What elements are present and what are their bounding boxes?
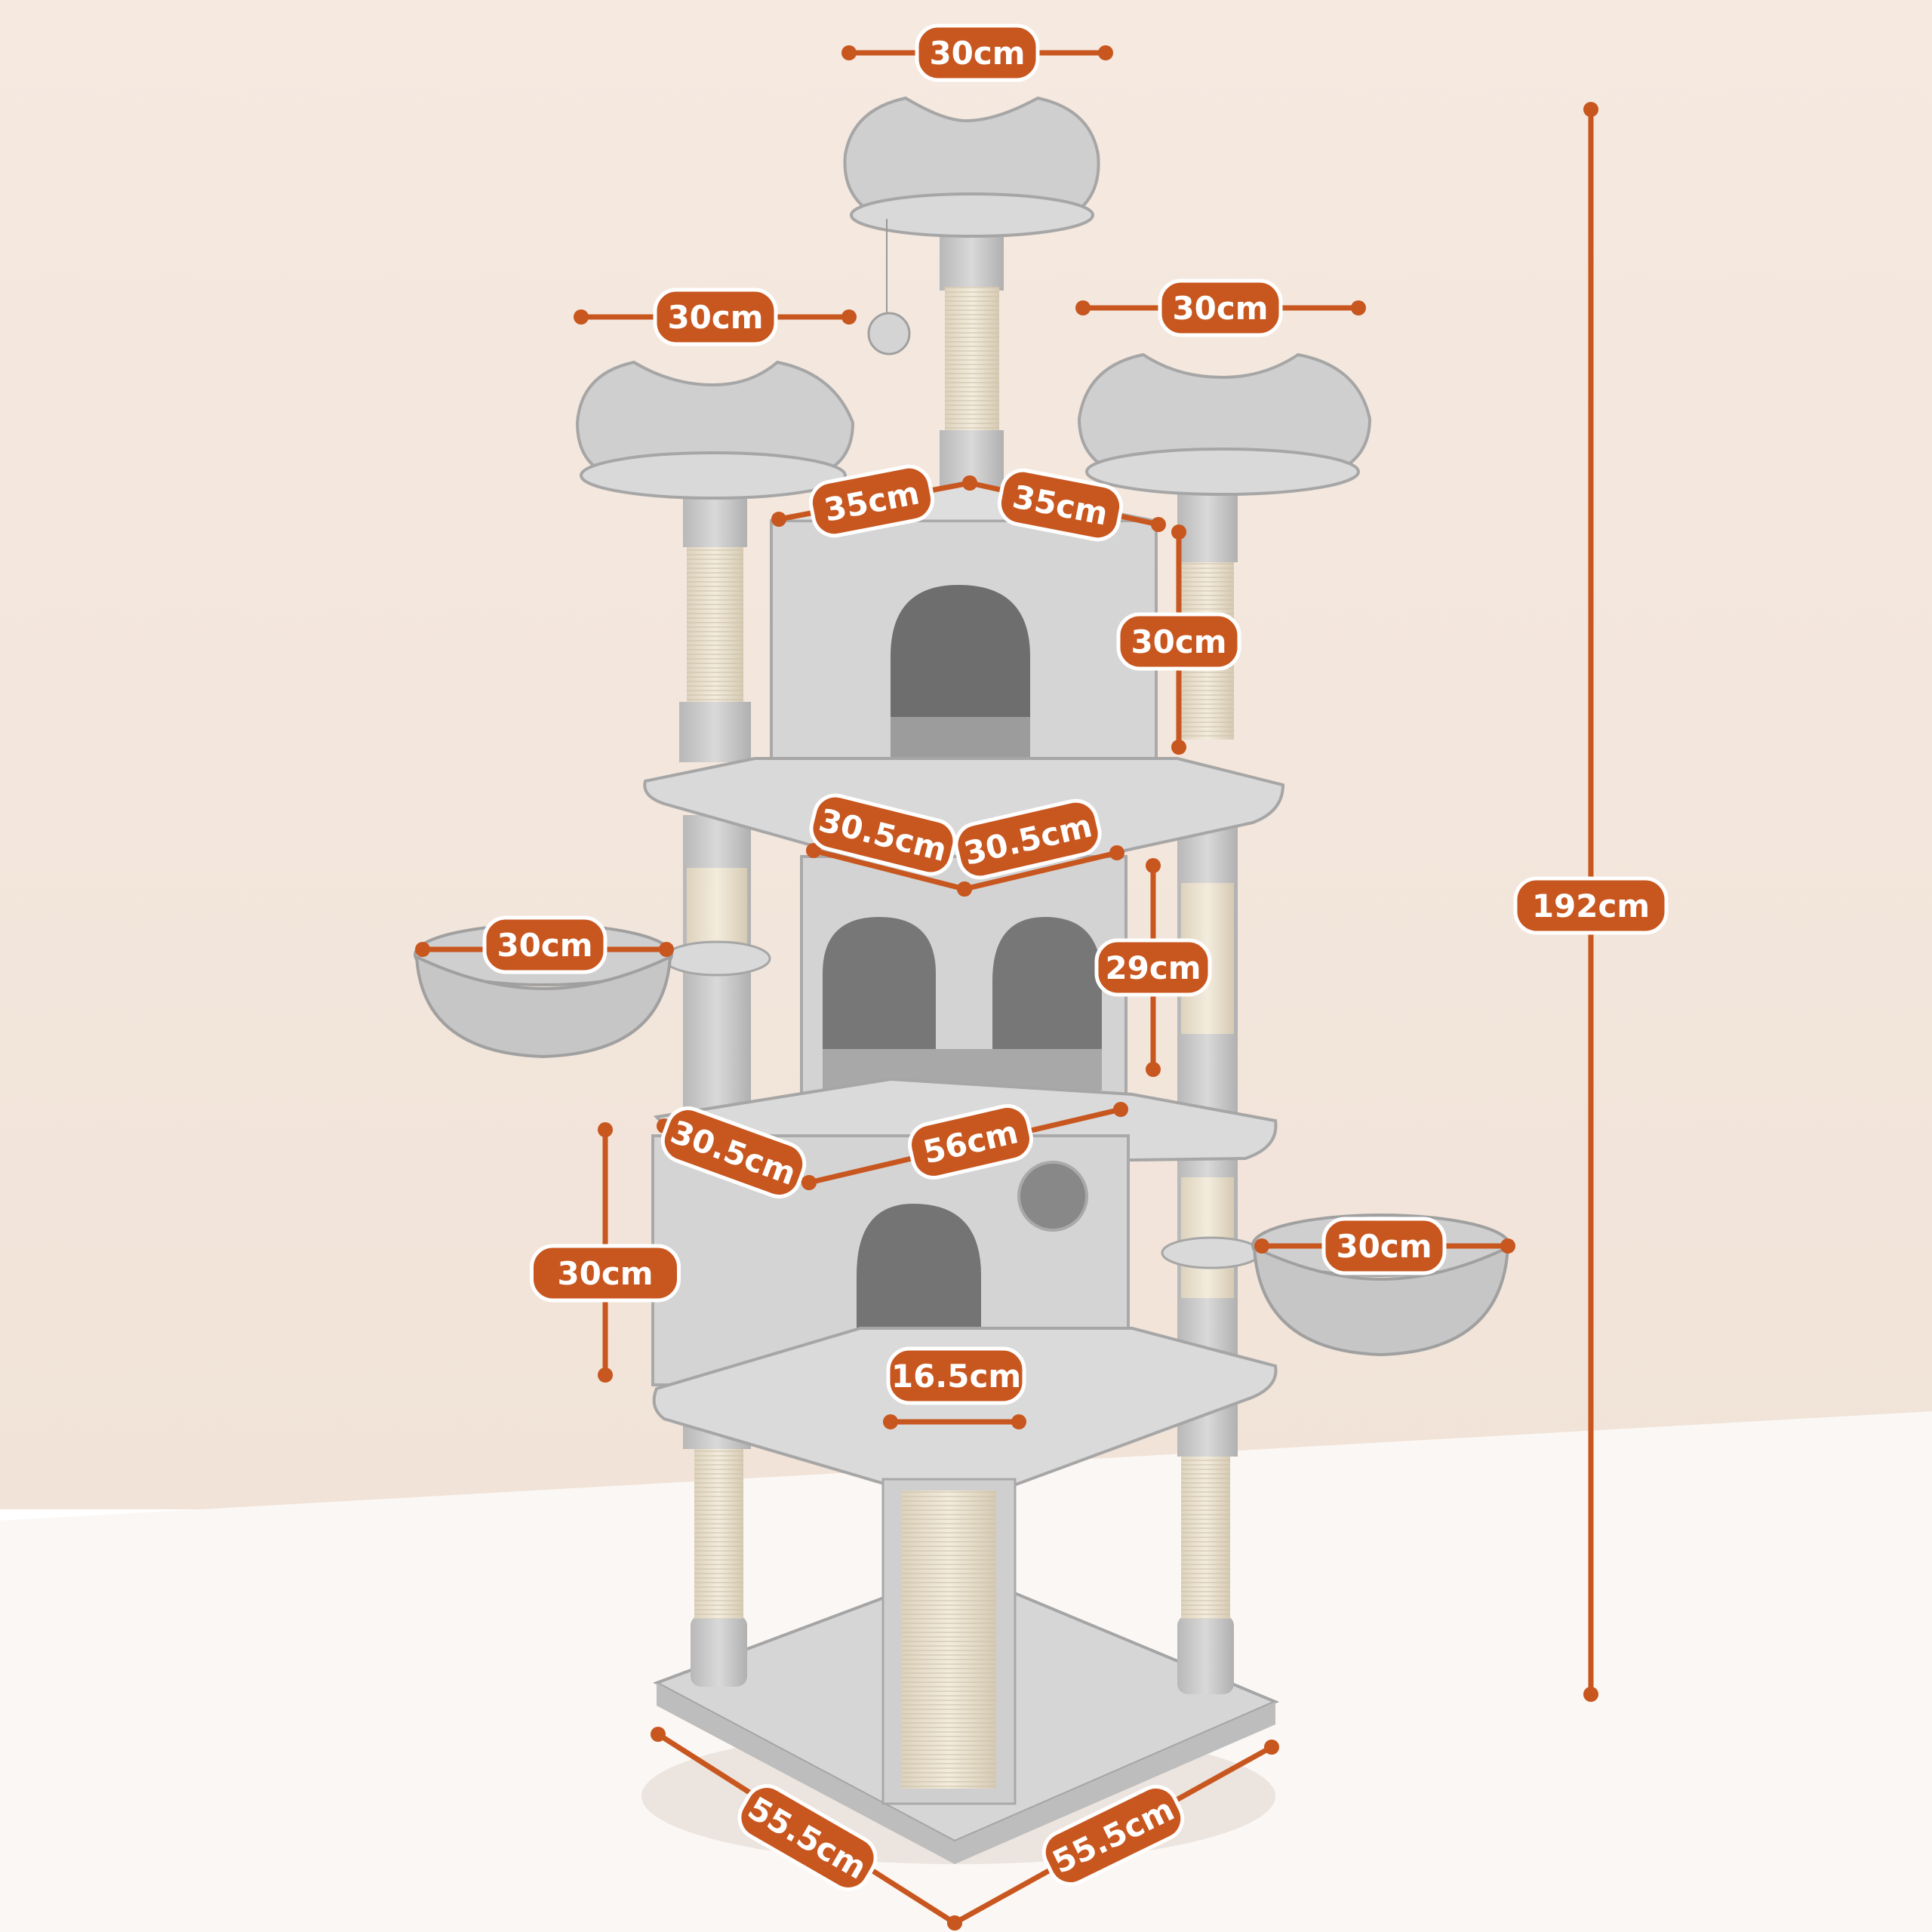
right-shelf: [1161, 1236, 1262, 1269]
dim-label-total-height: 192cm: [1532, 888, 1650, 924]
dim-label-right-basket: 30cm: [1336, 1228, 1432, 1265]
dim-top-condo-right: 35cm: [962, 468, 1166, 542]
dim-total-height: 192cm: [1513, 102, 1669, 1702]
dim-mid-condo-height: 29cm: [1094, 858, 1212, 1077]
dim-top-perch: 30cm: [841, 23, 1113, 82]
middle-condo-left-door: [823, 917, 936, 1091]
dim-right-basket: 30cm: [1254, 1217, 1515, 1275]
right-post-sisal-lower-texture: [1181, 1449, 1230, 1619]
left-post-sisal-top-texture: [687, 543, 743, 709]
left-post-bottom-cap: [691, 1615, 747, 1687]
dim-left-basket: 30cm: [415, 915, 674, 974]
right-post-bottom-cap: [1177, 1615, 1234, 1694]
left-basket-bowl: [414, 954, 672, 1059]
lower-condo-porthole: [1017, 1161, 1088, 1232]
dim-label-left-perch: 30cm: [667, 299, 763, 336]
left-post-top: [683, 498, 747, 547]
left-shelf: [663, 940, 771, 977]
left-post-sisal-lower-texture: [694, 1430, 743, 1619]
upper-platform: [643, 757, 1285, 889]
bottom-platform: [652, 1327, 1278, 1508]
left-post-mid: [679, 702, 751, 762]
dim-left-perch: 30cm: [574, 288, 857, 346]
scratch-ramp-sisal-texture: [902, 1491, 996, 1789]
dim-top-condo-left: 35cm: [771, 464, 977, 538]
right-basket-bowl: [1252, 1244, 1510, 1357]
dim-low-condo-height: 30cm: [530, 1122, 681, 1383]
toy-ball: [867, 312, 911, 355]
dim-label-mid-condo-height: 29cm: [1105, 949, 1201, 986]
dim-top-condo-height: 30cm: [1116, 525, 1241, 755]
dim-platform-width: 56cm: [801, 1102, 1128, 1190]
left-perch-seat: [580, 451, 847, 500]
dim-label-left-basket: 30cm: [497, 927, 592, 964]
dim-label-top-perch: 30cm: [929, 35, 1025, 72]
dim-mid-condo-right: 30.5cm: [954, 798, 1124, 897]
middle-condo-right-door: [992, 917, 1102, 1091]
dim-ramp-width: 16.5cm: [883, 1346, 1026, 1429]
top-perch-seat: [850, 192, 1094, 238]
right-post-top: [1177, 494, 1238, 562]
dim-right-perch: 30cm: [1075, 278, 1366, 337]
dim-label-ramp-width: 16.5cm: [891, 1358, 1021, 1395]
base-board-side: [657, 1683, 1275, 1864]
dim-label-right-perch: 30cm: [1172, 290, 1268, 327]
top-condo-door-floor: [891, 717, 1030, 762]
cat-tree: [414, 96, 1511, 1864]
center-post-sisal-texture: [945, 287, 999, 434]
dim-label-top-condo-height: 30cm: [1131, 623, 1226, 660]
right-perch-seat: [1085, 448, 1360, 496]
dim-label-low-condo-height: 30cm: [557, 1255, 653, 1292]
